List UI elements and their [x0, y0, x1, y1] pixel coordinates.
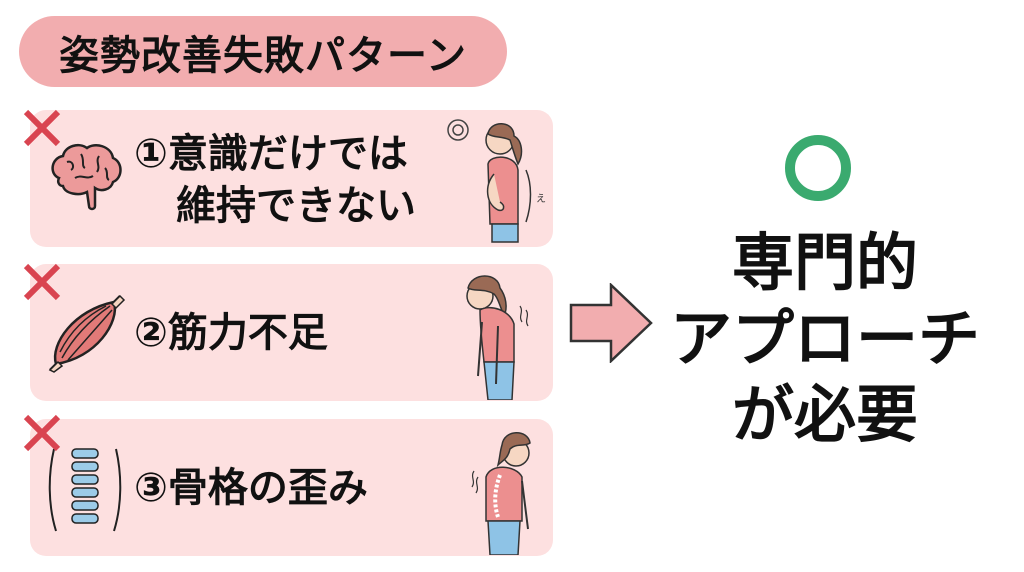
pattern-card-3: ③骨格の歪み — [30, 419, 553, 556]
conclusion-text: 専門的 アプローチ が必要 — [650, 225, 1000, 453]
x-mark-icon-3 — [23, 414, 61, 452]
muscle-icon — [48, 294, 126, 373]
pattern-1-text: ①意識だけでは 維持できない — [134, 128, 416, 232]
page-title: 姿勢改善失敗パターン — [59, 32, 467, 79]
spine-icon — [48, 448, 122, 532]
pattern-3-text: ③骨格の歪み — [134, 462, 368, 514]
curved-spine-woman-figure — [471, 432, 531, 555]
pattern-card-1: ①意識だけでは 維持できない え — [30, 110, 553, 247]
pattern-card-2: ②筋力不足 — [30, 264, 553, 401]
right-arrow-icon — [569, 283, 653, 363]
title-banner: 姿勢改善失敗パターン — [19, 16, 507, 87]
ok-circle-icon — [785, 135, 851, 201]
x-mark-icon-2 — [23, 263, 61, 301]
pattern-2-line1: ②筋力不足 — [134, 310, 328, 356]
pattern-1-line1: ①意識だけでは — [134, 131, 408, 177]
brain-icon — [51, 144, 122, 211]
thinking-woman-figure: え — [447, 119, 546, 243]
slouching-woman-figure — [466, 275, 529, 400]
svg-text:え: え — [536, 193, 546, 205]
conclusion-line3: が必要 — [731, 378, 918, 451]
conclusion-line1: 専門的 — [731, 226, 918, 299]
conclusion-line2: アプローチ — [669, 302, 980, 375]
x-mark-icon-1 — [23, 109, 61, 147]
pattern-1-line2: 維持できない — [176, 183, 416, 229]
pattern-2-text: ②筋力不足 — [134, 307, 328, 359]
pattern-3-line1: ③骨格の歪み — [134, 465, 368, 511]
